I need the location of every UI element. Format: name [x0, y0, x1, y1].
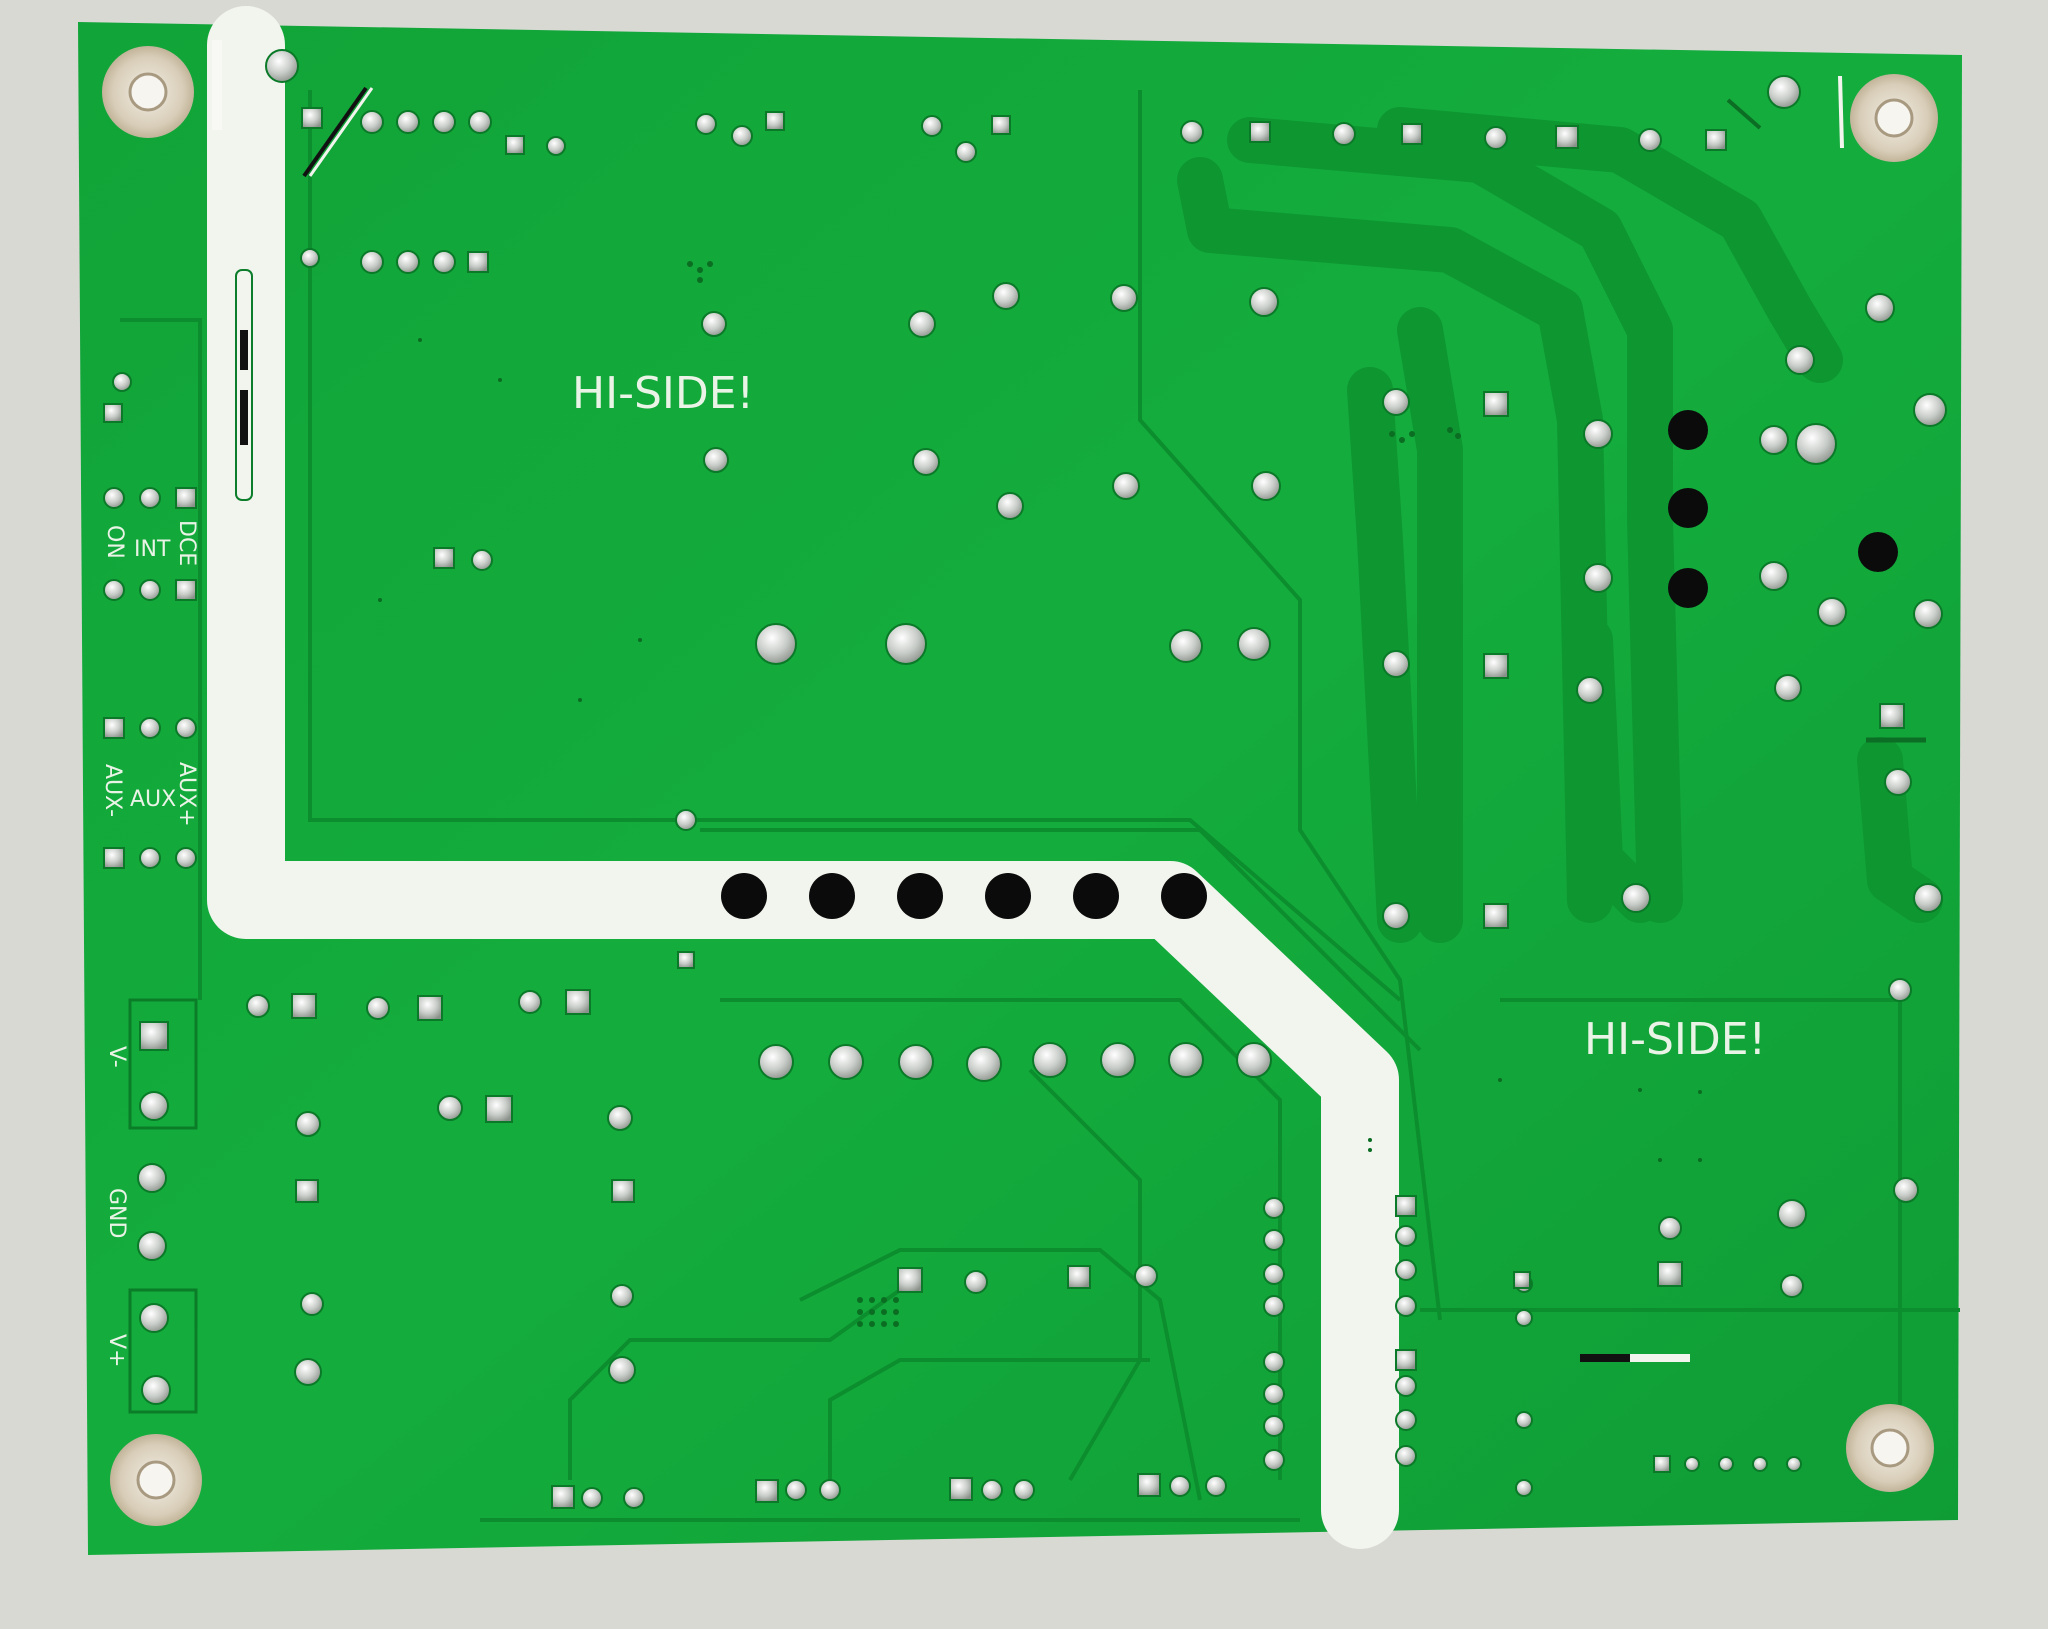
label-v-plus: V+	[104, 1334, 129, 1367]
label-v-minus: V-	[104, 1046, 129, 1068]
hi-side-label-bottom: HI-SIDE!	[1584, 1014, 1766, 1065]
mounting-hole	[102, 46, 194, 138]
label-aux-plus: AUX+	[174, 762, 199, 827]
label-dce: DCE	[174, 520, 199, 566]
drill-holes	[1668, 410, 1898, 608]
isolation-holes	[721, 873, 1207, 919]
square-pads	[103, 107, 1905, 1509]
mounting-hole	[110, 1434, 202, 1526]
mounting-hole	[1846, 1404, 1934, 1492]
mounting-hole	[1850, 74, 1938, 162]
solder-pads	[103, 49, 1947, 1509]
vertical-slot	[235, 269, 253, 501]
hi-side-label-top: HI-SIDE!	[572, 368, 754, 419]
vias	[378, 261, 1702, 1327]
label-aux: AUX	[130, 787, 176, 812]
label-int: INT	[134, 537, 171, 562]
label-aux-minus: AUX-	[100, 764, 125, 817]
label-gnd: GND	[104, 1188, 129, 1238]
silk-bar	[1630, 1354, 1690, 1362]
copper-pours	[1177, 107, 1943, 943]
isolation-slot-left-edge	[212, 40, 222, 130]
label-on: ON	[102, 525, 127, 559]
